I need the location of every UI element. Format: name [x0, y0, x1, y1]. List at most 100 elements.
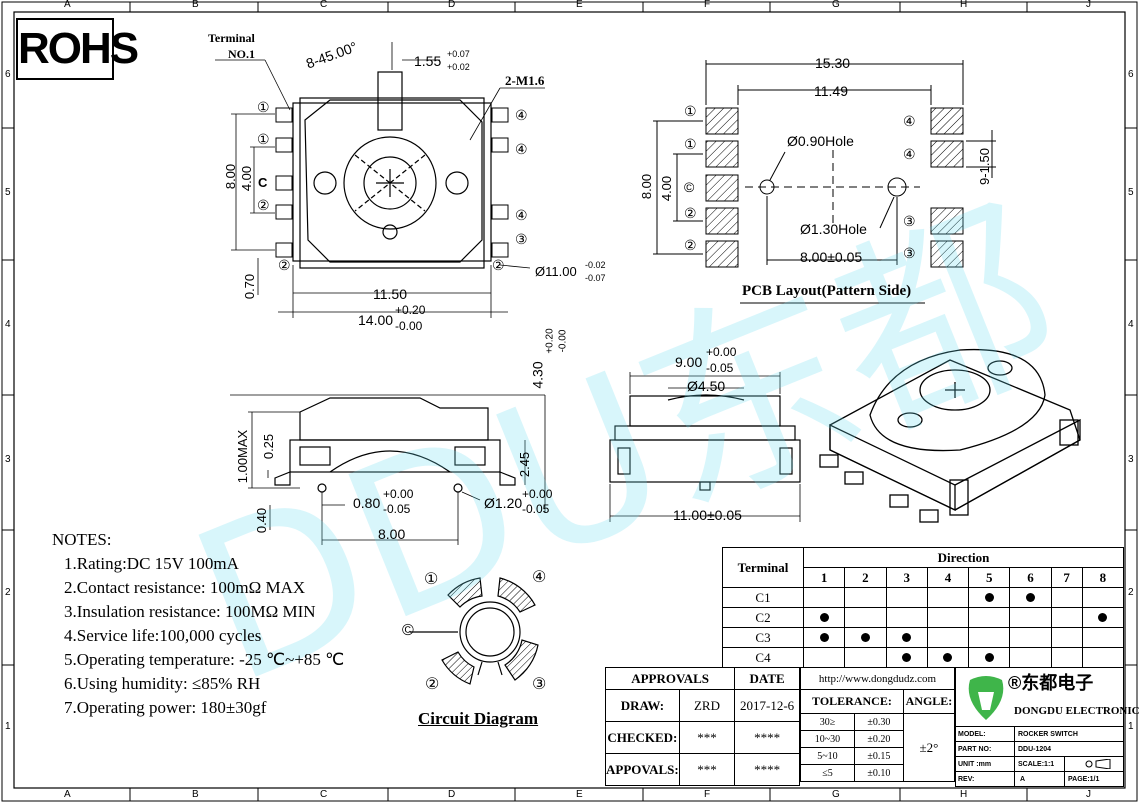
circuit-diagram-drawing	[410, 577, 539, 685]
top-pin-label: ①	[257, 131, 270, 147]
grid-col-label: F	[704, 0, 711, 10]
direction-cell	[968, 627, 1011, 648]
width-14-dimension: 14.00	[358, 312, 394, 328]
grid-col-label: J	[1086, 0, 1091, 10]
pcb-pin-label: ②	[684, 205, 697, 221]
checked-label: CHECKED:	[605, 721, 680, 754]
tol-range: 5~10	[800, 747, 855, 765]
note-item: 2.Contact resistance: 100mΩ MAX	[64, 578, 306, 597]
dim-d120: Ø1.20	[484, 495, 523, 511]
pcb-pin-label: ③	[903, 213, 916, 229]
dim-025: 0.25	[261, 433, 277, 460]
appovals-name: ***	[678, 753, 736, 786]
direction-col-header-row: 1 2 3 4 5 6 7 8	[723, 567, 1125, 588]
width-1150-dimension: 11.50	[373, 286, 407, 302]
angle-label: ANGLE:	[902, 689, 956, 714]
pcb-pin-label: ①	[684, 103, 697, 119]
pcb-hole-spacing: 8.00±0.05	[800, 249, 863, 265]
grid-col-label: J	[1086, 789, 1091, 800]
notes-block: NOTES: 1.Rating:DC 15V 100mA 2.Contact r…	[52, 528, 344, 720]
direction-cell	[1050, 627, 1083, 648]
contact-dot-icon	[943, 652, 953, 662]
rev-value: A	[1020, 776, 1026, 783]
note-item: 1.Rating:DC 15V 100mA	[64, 554, 239, 573]
pcb-height-4: 4.00	[659, 175, 675, 202]
terminal-header: Terminal	[722, 547, 804, 588]
direction-cell	[885, 647, 928, 668]
direction-cell	[885, 627, 928, 648]
direction-cell	[1009, 587, 1052, 608]
terminal-label: Terminal	[208, 31, 255, 45]
website-url: http://www.dongdudz.com	[800, 667, 955, 690]
direction-cell	[844, 587, 887, 608]
circuit-pin-label: ④	[532, 569, 547, 586]
hole-130-label: Ø1.30Hole	[800, 221, 867, 237]
note-item: 4.Service life:100,000 cycles	[64, 626, 262, 645]
approvals-table: APPROVALS DATE DRAW: ZRD 2017-12-6 CHECK…	[604, 667, 800, 786]
diameter-450: Ø4.50	[687, 378, 726, 394]
top-pin-label: ④	[515, 107, 528, 123]
grid-row-label: 1	[1128, 721, 1134, 732]
grid-col-label: H	[960, 0, 968, 10]
dim-080-tol-up: +0.00	[383, 487, 414, 501]
grid-row-label: 4	[5, 319, 11, 330]
grid-row-label: 5	[5, 187, 11, 198]
pcb-width-1149: 11.49	[814, 83, 848, 99]
direction-cell	[885, 587, 928, 608]
pcb-pin-label: ③	[903, 245, 916, 261]
draw-name: ZRD	[678, 689, 736, 722]
hole-090-label: Ø0.90Hole	[787, 133, 854, 149]
pcb-title: PCB Layout(Pattern Side)	[742, 283, 912, 299]
height-430-tol-up: +0.20	[544, 328, 556, 354]
grid-row-label: 4	[1128, 319, 1134, 330]
circuit-pin-label: ③	[532, 676, 547, 693]
direction-row-terminal: C4	[722, 647, 804, 668]
isometric-view-drawing	[819, 348, 1081, 523]
width-900-tol-up: +0.00	[706, 345, 737, 359]
direction-cell	[1050, 607, 1083, 628]
top-pin-label: ②	[492, 257, 505, 273]
grid-col-label: A	[64, 0, 71, 10]
model-label: MODEL:	[958, 731, 986, 738]
contact-dot-icon	[1026, 592, 1036, 602]
tol-value: ±0.30	[853, 713, 904, 731]
front-view-drawing	[609, 372, 801, 522]
direction-cell	[926, 607, 970, 628]
tol-range: ≤5	[800, 764, 855, 782]
top-pin-label: ②	[257, 197, 270, 213]
grid-col-label: E	[576, 789, 583, 800]
grid-row-label: 1	[5, 721, 11, 732]
date-header: DATE	[734, 667, 800, 690]
dim-d120-tol-down: -0.05	[522, 502, 550, 516]
tol-value: ±0.20	[853, 730, 904, 748]
pcb-width-1530: 15.30	[815, 55, 851, 71]
direction-col: 1	[802, 567, 846, 588]
direction-col: 8	[1081, 567, 1125, 588]
shaft-width-dimension: 1.55	[414, 53, 442, 69]
direction-cell	[802, 647, 846, 668]
direction-cell	[1081, 587, 1125, 608]
top-pin-label: ④	[515, 141, 528, 157]
note-item: 3.Insulation resistance: 100MΩ MIN	[64, 602, 316, 621]
projection-symbol-icon	[1085, 759, 1111, 769]
grid-row-label: 3	[1128, 454, 1134, 465]
direction-cell	[926, 627, 970, 648]
contact-dot-icon	[860, 632, 870, 642]
company-name-en: DONGDU ELECTRONICS	[1014, 705, 1139, 717]
contact-dot-icon	[1098, 612, 1108, 622]
direction-header: Direction	[803, 547, 1124, 568]
direction-row: C3	[722, 627, 1125, 648]
grid-col-label: A	[64, 789, 71, 800]
side-view-drawing	[230, 394, 546, 545]
pin-offset-dimension: 0.70	[242, 273, 258, 300]
contact-dot-icon	[819, 612, 829, 622]
direction-row: C4	[722, 647, 1125, 668]
part-no-value: DDU-1204	[1018, 746, 1052, 753]
dim-245: 2.45	[517, 451, 533, 478]
grid-col-label: C	[320, 789, 328, 800]
pcb-pin-label: ④	[903, 146, 916, 162]
diameter-11-tol-down: -0.07	[585, 273, 606, 283]
circuit-title: Circuit Diagram	[418, 709, 539, 728]
grid-row-label: 3	[5, 454, 11, 465]
